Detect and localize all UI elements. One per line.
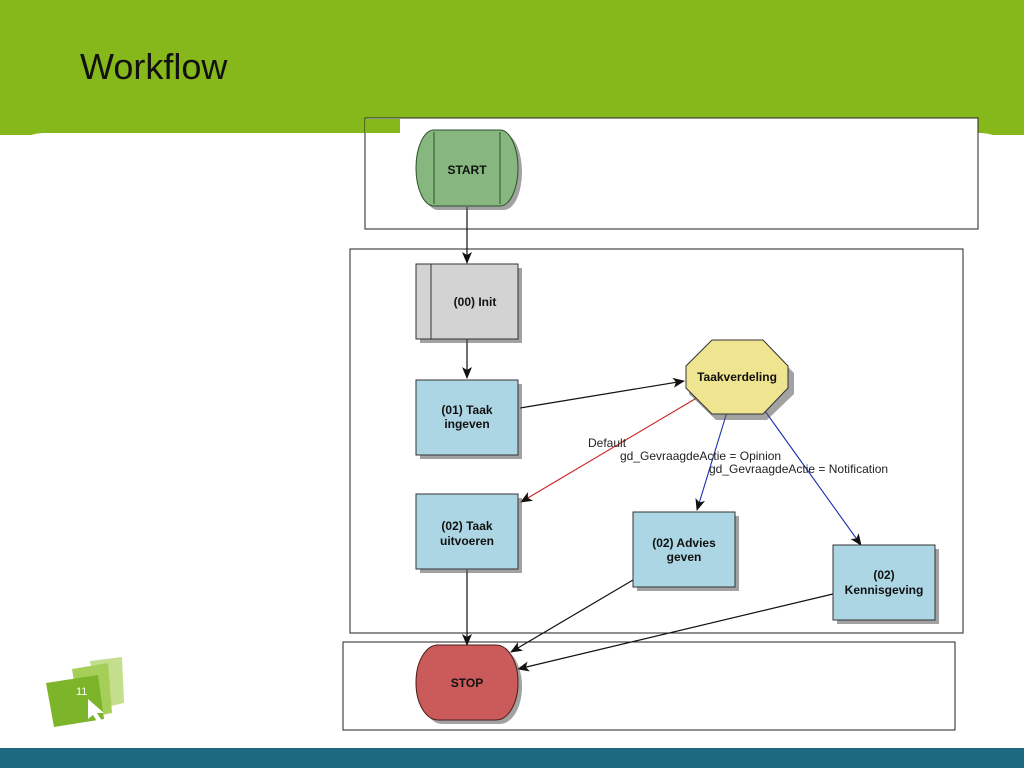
footer-band [0, 748, 1024, 768]
advies-geven-label-line2: geven [667, 550, 702, 564]
header-notch [366, 119, 400, 133]
taak-ingeven-label-line2: ingeven [444, 417, 489, 431]
advies-geven-label-line1: (02) Advies [652, 536, 716, 550]
edge-advies-stop [510, 579, 634, 653]
stop-node: STOP [415, 644, 522, 724]
edge-default [520, 395, 701, 503]
stop-label: STOP [451, 676, 483, 690]
slide-title: Workflow [80, 46, 228, 87]
edge-label-default: Default [588, 436, 627, 450]
init-node: (00) Init [415, 263, 522, 343]
edge-opinion [695, 411, 728, 511]
taakverdeling-label: Taakverdeling [697, 370, 777, 384]
start-label: START [447, 163, 487, 177]
init-label: (00) Init [454, 295, 497, 309]
edge-label-notification: gd_GevraagdeActie = Notification [709, 462, 888, 476]
kennisgeving-label-line1: (02) [873, 568, 894, 582]
taak-ingeven-label-line1: (01) Taak [441, 403, 492, 417]
advies-geven-node: (02) Advies geven [632, 511, 739, 591]
kennisgeving-label-line2: Kennisgeving [845, 583, 924, 597]
page-badge-icon [46, 657, 124, 727]
start-node: START [415, 129, 522, 210]
edge-taak-ingeven-taakverdeling [519, 377, 685, 409]
page-number: 11 [76, 686, 88, 698]
taak-uitvoeren-label-line1: (02) Taak [441, 519, 492, 533]
taak-uitvoeren-node: (02) Taak uitvoeren [415, 493, 522, 573]
taak-ingeven-node: (01) Taak ingeven [415, 379, 522, 459]
kennisgeving-node: (02) Kennisgeving [832, 544, 939, 624]
edge-kennisgeving-stop [517, 593, 834, 672]
taakverdeling-node: Taakverdeling [685, 339, 794, 420]
edge-notification [764, 410, 862, 546]
edge-label-opinion: gd_GevraagdeActie = Opinion [620, 449, 781, 463]
header-band [0, 0, 1024, 135]
taak-uitvoeren-label-line2: uitvoeren [440, 534, 494, 548]
